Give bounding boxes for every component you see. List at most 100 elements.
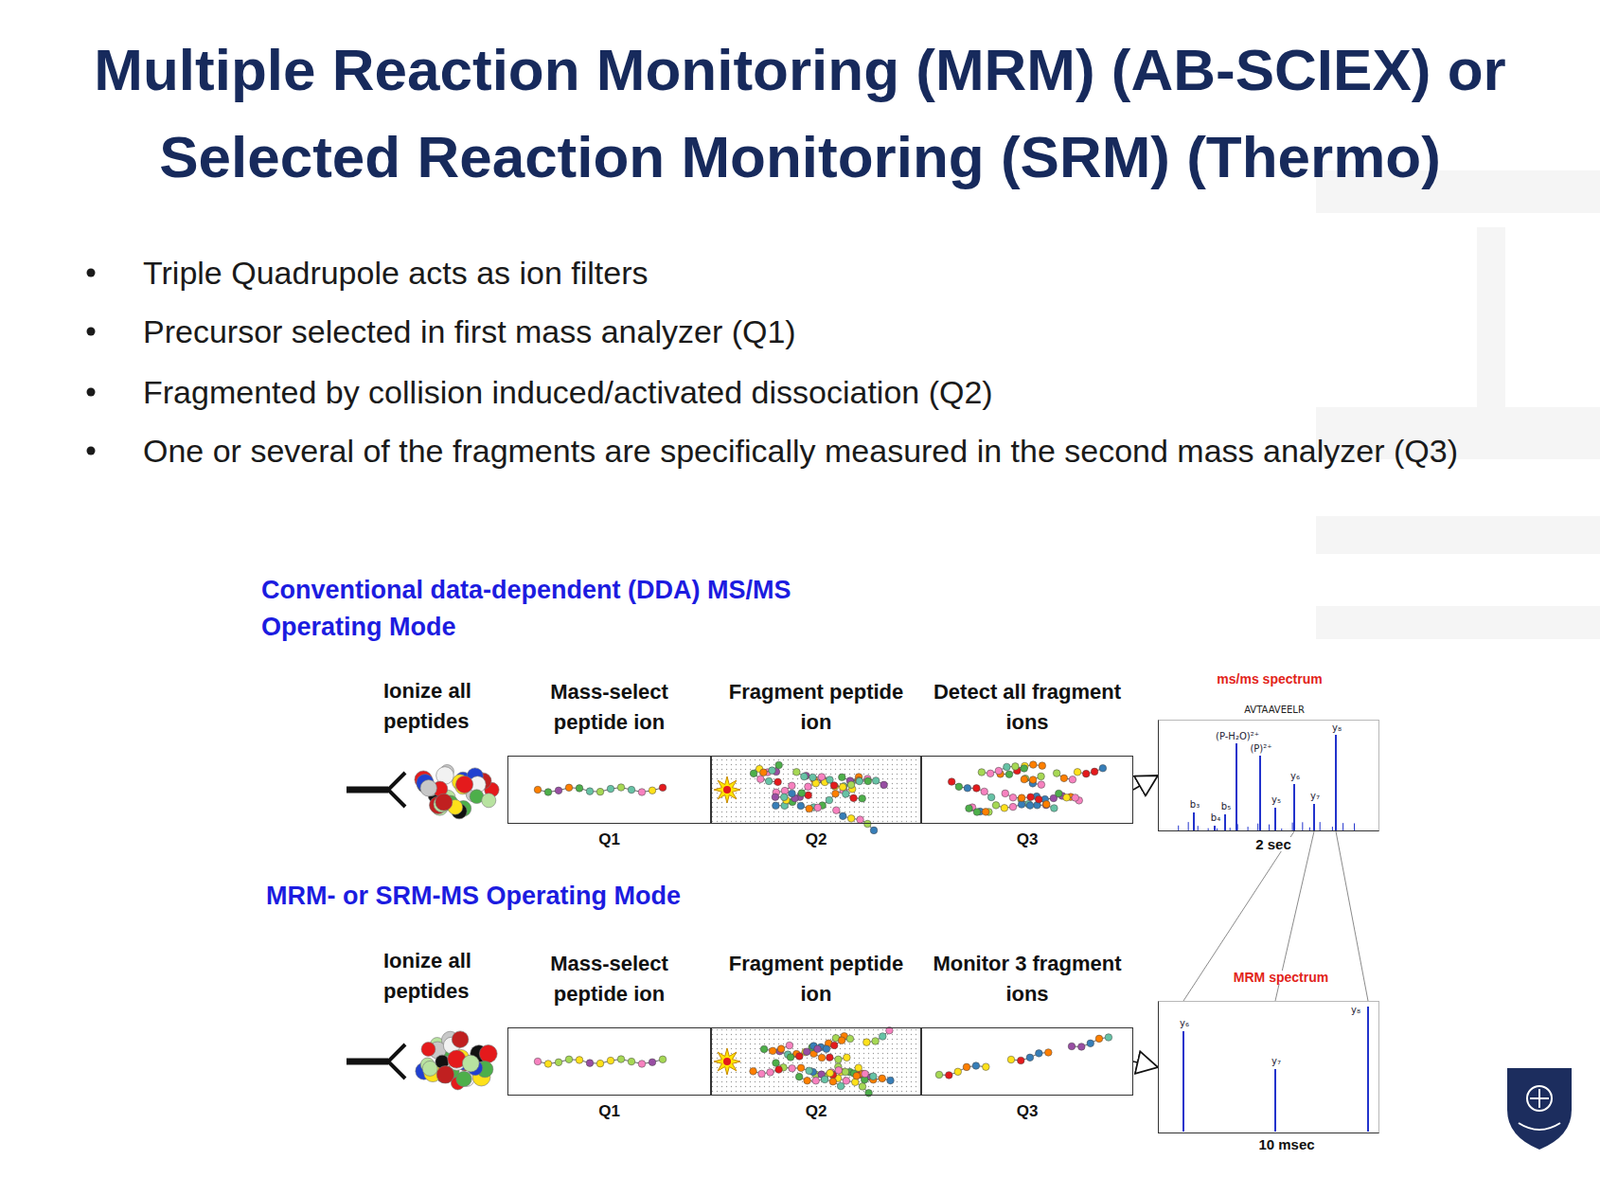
amino-acid (788, 1064, 797, 1072)
amino-acid (842, 790, 851, 799)
amino-acid (1082, 769, 1090, 778)
noise-peak (1309, 827, 1311, 831)
amino-acid (804, 782, 813, 791)
amino-acid (829, 1077, 837, 1085)
amino-acid (833, 806, 841, 815)
amino-acid (788, 782, 797, 790)
amino-acid (972, 1062, 980, 1070)
amino-acid (760, 1045, 768, 1053)
amino-acid (1017, 794, 1026, 802)
amino-acid (533, 1057, 542, 1066)
spectrum-peak (1293, 783, 1296, 831)
collision-cell-box: Fragment peptide ionQ2 (711, 1027, 922, 1096)
peak-label: (P)²⁺ (1249, 744, 1272, 754)
peptide-backbone (813, 1069, 839, 1074)
ion-source (346, 1058, 389, 1066)
spectrum-peak (1274, 807, 1277, 831)
amino-acid (803, 1076, 812, 1085)
amino-acid (627, 1057, 636, 1066)
peptide-backbone (1077, 767, 1103, 774)
amino-acid (854, 776, 863, 784)
amino-acid (878, 1032, 887, 1041)
amino-acid (648, 786, 657, 795)
amino-acid (768, 766, 777, 775)
amino-acid (596, 787, 605, 796)
amino-acid (1099, 764, 1107, 772)
noise-peak (1342, 822, 1344, 831)
amino-acid (855, 777, 864, 785)
amino-acid (596, 1059, 605, 1067)
amino-acid (973, 784, 981, 793)
bullet-text: Fragmented by collision induced/activate… (142, 367, 1488, 417)
amino-acid (795, 1072, 803, 1081)
amino-acid (1077, 1043, 1085, 1051)
spectrum-peak (1259, 755, 1262, 831)
amino-acid (1012, 763, 1020, 771)
ion-source (346, 786, 389, 794)
amino-acid (871, 777, 880, 785)
mrm-peak (1182, 1031, 1185, 1132)
amino-acid (554, 786, 563, 795)
spectrum-panel: MRM spectrumy₆y₇y₈10 msec (1157, 1000, 1380, 1134)
amino-acid (1037, 781, 1046, 789)
amino-acid (870, 826, 878, 835)
collision-star (713, 1048, 741, 1075)
amino-acid (1045, 1048, 1053, 1057)
amino-acid (1038, 762, 1047, 770)
amino-acid (1104, 1033, 1113, 1042)
amino-acid (796, 1052, 804, 1061)
amino-acid (822, 1045, 831, 1053)
amino-acid (798, 789, 806, 798)
amino-acid (1027, 793, 1035, 801)
amino-acid (817, 773, 826, 782)
flow-arrow (1133, 775, 1158, 790)
amino-acid (871, 1037, 880, 1046)
noise-peak (1188, 821, 1190, 831)
quadrupole-label: Q3 (1016, 830, 1039, 850)
amino-acid (947, 778, 956, 786)
peptide-cluster (435, 793, 453, 811)
amino-acid (1020, 775, 1029, 783)
amino-acid (586, 787, 594, 796)
amino-acid (887, 1076, 895, 1085)
source-label: Ionize all peptides (383, 675, 498, 737)
amino-acid (1071, 794, 1080, 802)
peak-label: b₃ (1190, 800, 1200, 810)
amino-acid (981, 808, 990, 817)
spectrum-title: ms/ms spectrum (1214, 672, 1324, 686)
amino-acid (777, 1045, 785, 1053)
peptide-cluster (436, 1066, 455, 1085)
amino-acid (749, 769, 758, 778)
quadrupole-label: Q1 (598, 830, 621, 850)
amino-acid (805, 804, 814, 813)
peptide-backbone (835, 810, 874, 831)
peak-label: y₅ (1271, 795, 1281, 805)
amino-acid (1063, 793, 1071, 801)
peak-label: y₈ (1332, 723, 1342, 733)
amino-acid (826, 1053, 835, 1062)
watermark-shape (1315, 605, 1600, 640)
amino-acid (638, 788, 646, 797)
amino-acid (1016, 1056, 1025, 1065)
amino-acid (772, 1059, 781, 1067)
amino-acid (1017, 800, 1026, 809)
amino-acid (955, 782, 963, 791)
amino-acid (973, 808, 981, 817)
amino-acid (809, 773, 818, 782)
amino-acid (565, 1055, 573, 1064)
amino-acid (802, 1048, 811, 1056)
watermark-shape (1476, 227, 1506, 408)
amino-acid (1009, 793, 1017, 801)
amino-acid (805, 1066, 814, 1075)
amino-acid (830, 782, 838, 790)
amino-acid (1035, 1049, 1044, 1058)
spectrum-peaks (1178, 734, 1369, 1132)
collision-cell-box: Fragment peptide ionQ2 (711, 755, 922, 824)
amino-acid (835, 1055, 843, 1064)
amino-acid (1052, 769, 1061, 778)
noise-peak (1268, 824, 1270, 831)
amino-acid (804, 791, 813, 800)
amino-acid (965, 804, 974, 813)
quadrupole-box: Monitor 3 fragment ionsQ3 (921, 1027, 1134, 1096)
amino-acid (1073, 768, 1082, 777)
